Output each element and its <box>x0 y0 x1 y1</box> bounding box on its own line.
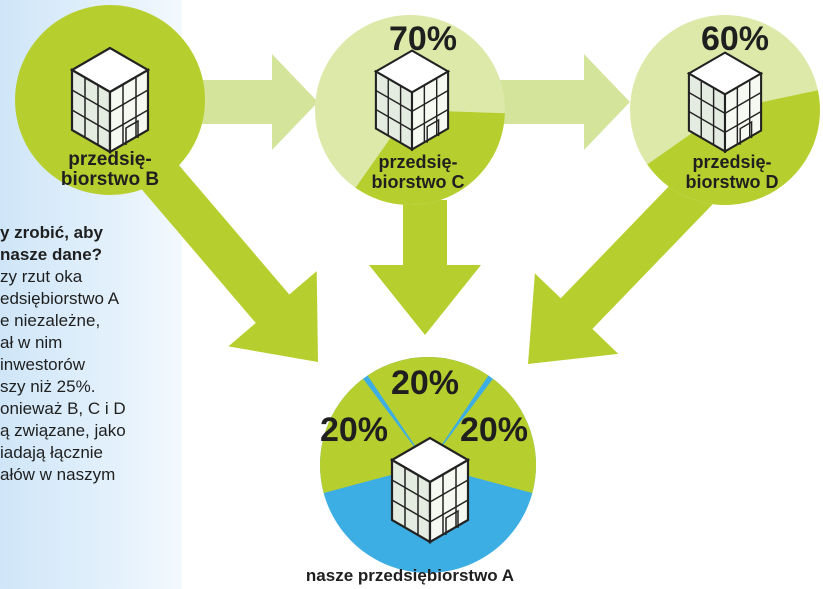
company-b-label: przedsię- biorstwo B <box>40 150 180 190</box>
company-a-share-right: 20% <box>459 411 529 449</box>
body-line-3: e niezależne, <box>0 311 101 330</box>
body-line-2: edsiębiorstwo A <box>0 289 120 308</box>
body-line-7: onieważ B, C i D <box>0 399 126 418</box>
building-icon <box>390 436 470 544</box>
company-a-share-left: 20% <box>319 411 389 449</box>
company-a-sector-top <box>367 357 489 465</box>
company-c-label-line1: przedsię- <box>378 152 458 172</box>
arrow-c-to-a <box>369 200 481 335</box>
company-c-label: przedsię- biorstwo C <box>348 152 488 192</box>
building-icon <box>374 49 450 151</box>
body-line-9: iadają łącznie <box>0 443 104 462</box>
company-d-label-line1: przedsię- <box>692 152 772 172</box>
company-d-label-line2: biorstwo D <box>685 172 779 192</box>
company-c-percent: 70% <box>388 20 458 58</box>
company-d-label: przedsię- biorstwo D <box>662 152 802 192</box>
company-c-share-sector <box>355 110 505 205</box>
arrow-d-to-a <box>528 149 736 364</box>
body-line-6: szy niż 25%. <box>0 377 96 396</box>
body-line-4: ał w nim <box>0 333 63 352</box>
company-c-label-line2: biorstwo C <box>371 172 465 192</box>
building-icon <box>687 51 763 153</box>
company-b-label-line2: biorstwo B <box>60 169 160 190</box>
company-d-percent: 60% <box>700 20 770 58</box>
body-line-5: inwestorów <box>0 355 86 374</box>
question-line-2: nasze dane? <box>0 245 103 264</box>
body-line-1: zy rzut oka <box>0 267 83 286</box>
body-line-8: ą związane, jako <box>0 421 126 440</box>
arrow-c-to-d <box>495 54 630 150</box>
building-icon <box>70 46 150 154</box>
side-explanation-text: y zrobić, aby nasze dane? zy rzut oka ed… <box>0 222 210 486</box>
question-line-1: y zrobić, aby <box>0 223 103 242</box>
company-a-caption: nasze przedsiębiorstwo A <box>305 566 515 585</box>
company-a-share-top: 20% <box>390 364 460 402</box>
company-b-label-line1: przedsię- <box>68 149 152 170</box>
arrow-b-to-c <box>182 54 318 150</box>
body-line-10: ałów w naszym <box>0 465 116 484</box>
